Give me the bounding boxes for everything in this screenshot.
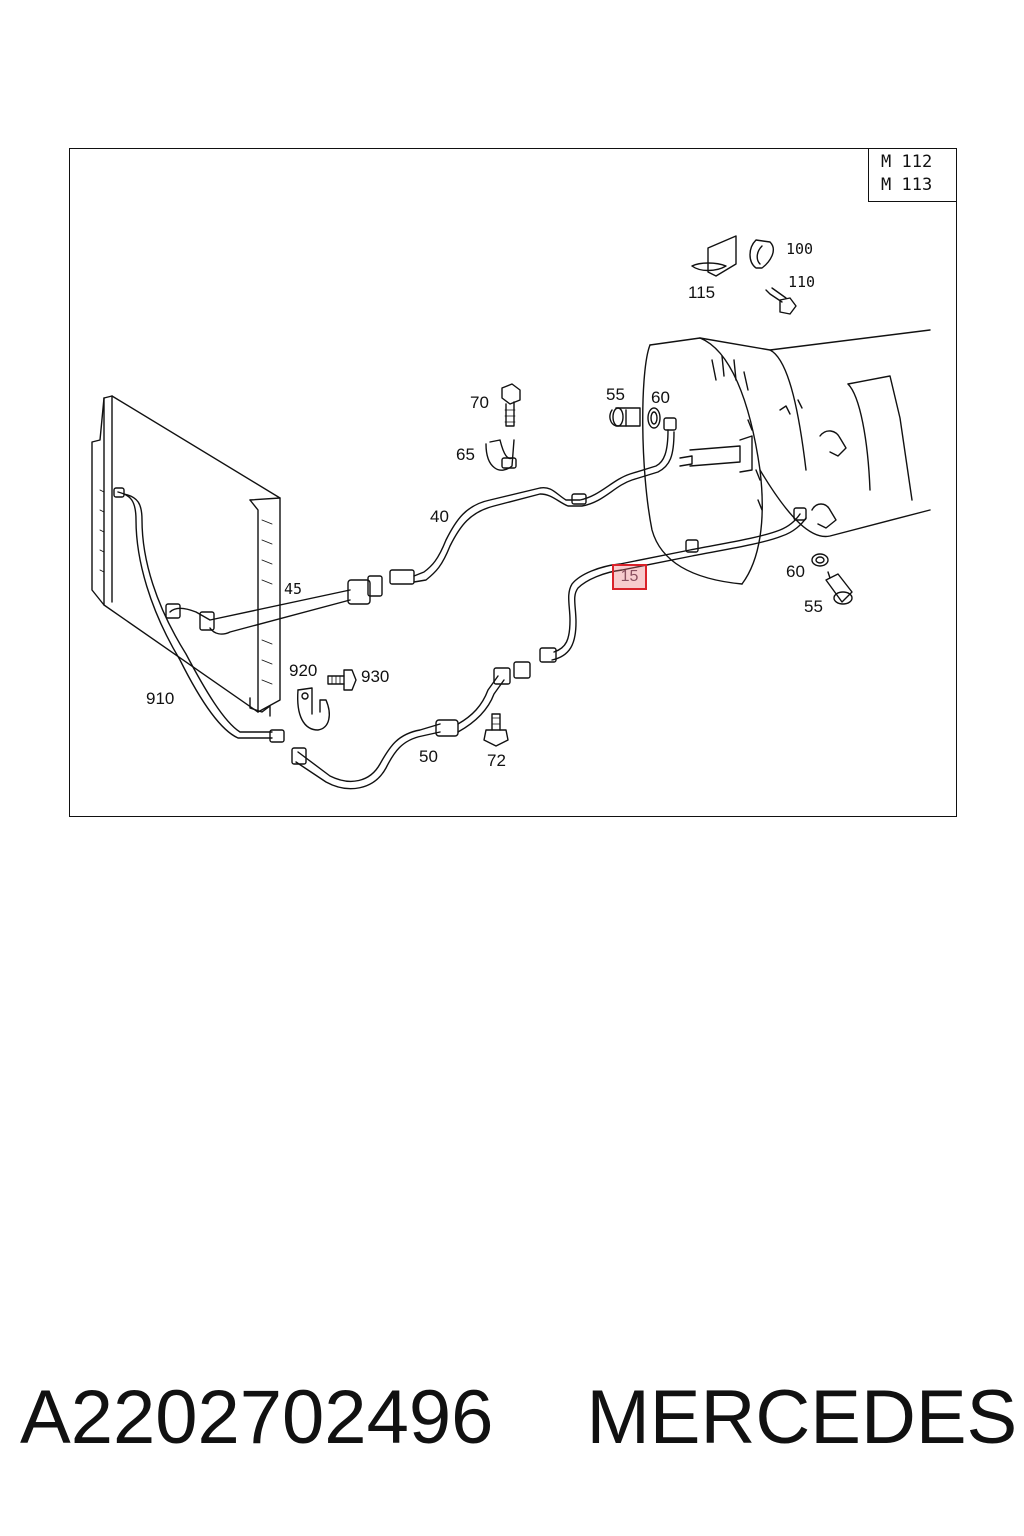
callout-72: 72: [487, 751, 506, 770]
callout-920: 920: [289, 661, 318, 680]
highlighted-part-label: 15: [620, 568, 639, 585]
callout-60-top: 60: [651, 388, 670, 407]
clamp-920: [297, 687, 330, 731]
callout-100: 100: [786, 240, 814, 258]
pipe-910: [113, 487, 285, 743]
pipe-40: [389, 417, 677, 585]
callout-50: 50: [419, 747, 438, 766]
screw-930: [327, 669, 357, 691]
callout-65: 65: [456, 445, 475, 464]
part-caption: A2202702496 MERCEDES: [20, 1370, 1017, 1470]
exploded-parts-diagram: [91, 235, 931, 790]
callout-930: 930: [361, 667, 390, 686]
bolt-70: [501, 383, 521, 427]
callout-115: 115: [688, 283, 716, 302]
bracket-115: [691, 235, 737, 277]
hose-50: [291, 661, 531, 790]
radiator-cooler: [91, 395, 281, 717]
hose-45: [165, 575, 383, 635]
transmission-housing: [642, 329, 931, 585]
pipe-15: [539, 507, 807, 663]
highlighted-part-box: [612, 564, 647, 590]
model-code-1: M 112: [881, 152, 933, 172]
clip-100: [749, 239, 774, 269]
seal-60-top: [647, 407, 661, 429]
seal-60-right: [811, 553, 829, 567]
model-code-box: M 112 M 113: [868, 148, 957, 202]
bolt-110: [765, 287, 797, 315]
callout-55-right: 55: [804, 597, 823, 616]
callout-110: 110: [788, 273, 816, 291]
model-code-2: M 113: [881, 175, 933, 195]
callout-45: 45: [284, 580, 303, 598]
callout-40: 40: [430, 507, 449, 526]
callout-910: 910: [146, 689, 175, 708]
brand-name: MERCEDES: [586, 1375, 1018, 1460]
part-number: A2202702496: [20, 1375, 494, 1460]
callout-70: 70: [470, 393, 489, 412]
banjo-bolt-55-right: [825, 571, 853, 605]
bolt-72: [483, 713, 509, 747]
banjo-bolt-55-top: [609, 407, 641, 427]
clamp-65: [485, 439, 517, 471]
callout-55-top: 55: [606, 385, 625, 404]
callout-60-right: 60: [786, 562, 805, 581]
